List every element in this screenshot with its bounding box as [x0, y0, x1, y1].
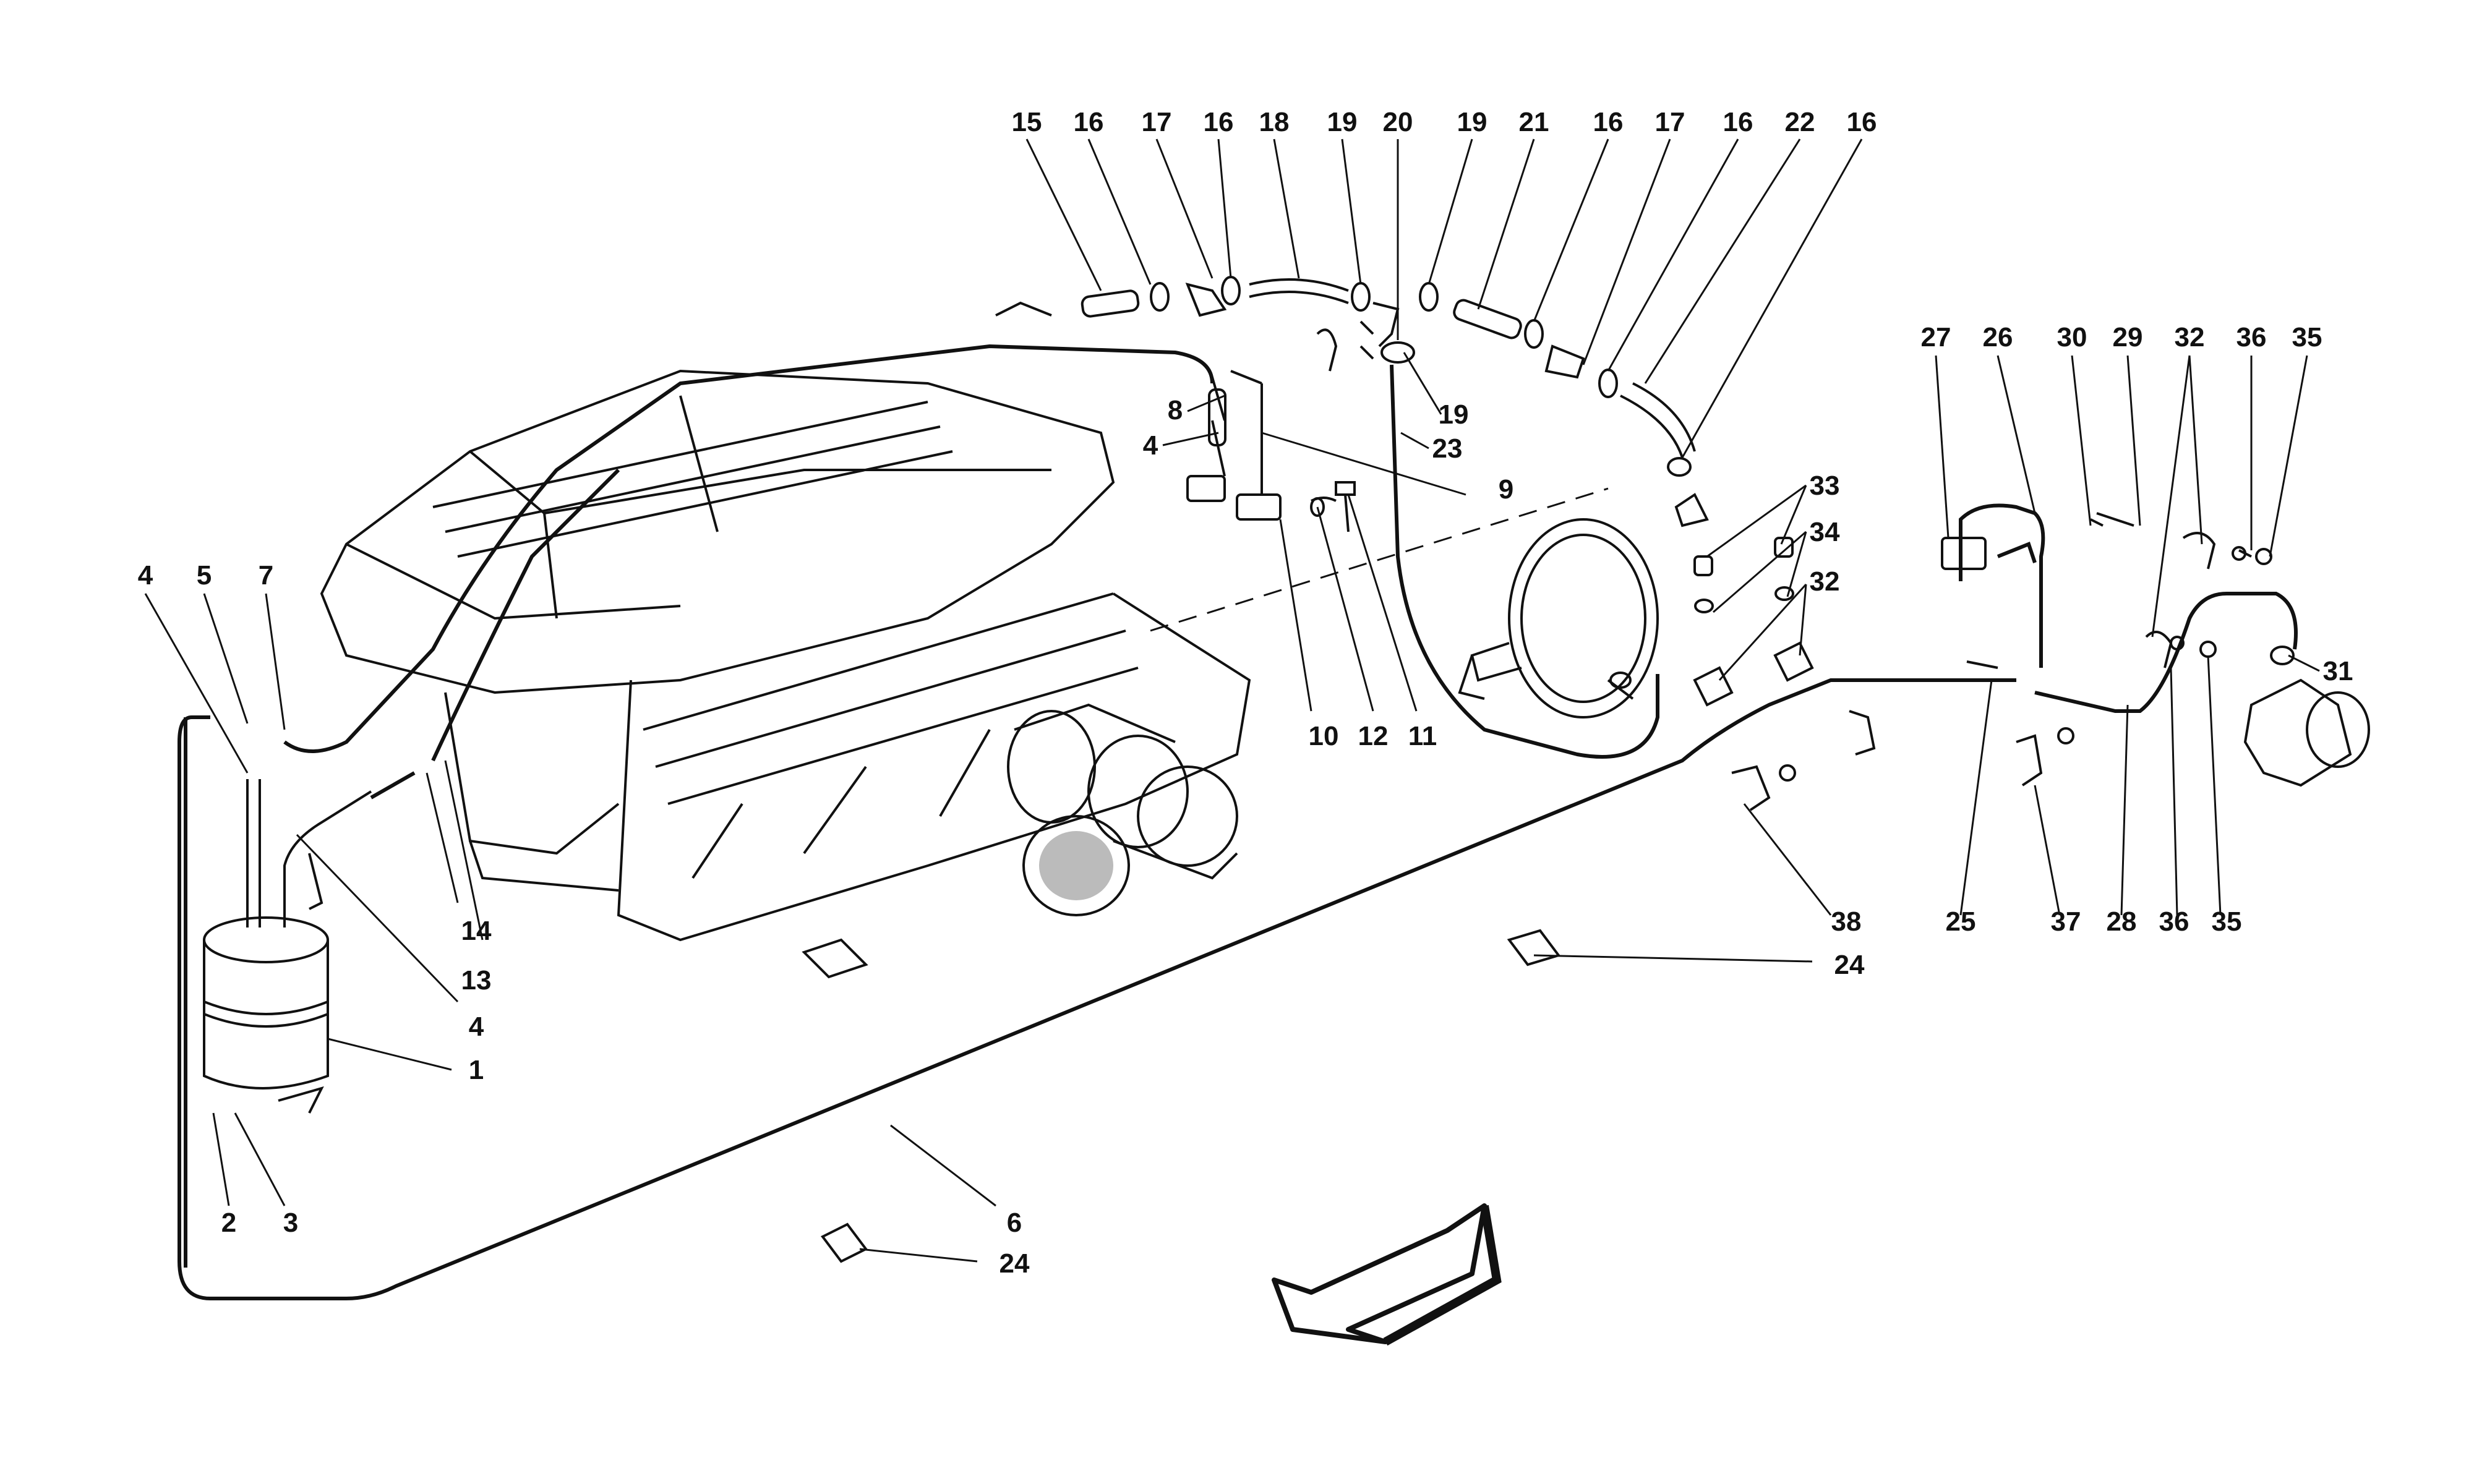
callout-labels: 15 16 17 16 18 19 20 19 21 16 17 16 22 1… [138, 107, 2353, 1279]
callout-8: 8 [1168, 395, 1183, 425]
callout-29: 29 [2113, 322, 2143, 352]
callout-24: 24 [1834, 950, 1865, 980]
callout-21: 21 [1519, 107, 1549, 137]
clamps-and-fasteners [802, 320, 2370, 1263]
callout-16: 16 [1593, 107, 1624, 137]
callout-19: 19 [1439, 399, 1469, 430]
callout-4: 4 [1143, 430, 1158, 461]
callout-17: 17 [1655, 107, 1685, 137]
callout-2: 2 [221, 1208, 236, 1238]
callout-35: 35 [2292, 322, 2322, 352]
callout-4: 4 [469, 1012, 484, 1042]
callout-35: 35 [2212, 906, 2242, 937]
callout-13: 13 [461, 965, 492, 996]
callout-11: 11 [1408, 721, 1437, 751]
callout-27: 27 [1921, 322, 1951, 352]
callout-38: 38 [1831, 906, 1862, 937]
callout-7: 7 [259, 560, 273, 591]
callout-18: 18 [1259, 107, 1290, 137]
callout-23: 23 [1432, 433, 1463, 464]
vacuum-reservoir [203, 779, 372, 1114]
callout-25: 25 [1946, 906, 1976, 937]
callout-14: 14 [461, 916, 492, 946]
callout-15: 15 [1012, 107, 1042, 137]
callout-37: 37 [2051, 906, 2081, 937]
callout-5: 5 [197, 560, 212, 591]
callout-16: 16 [1074, 107, 1104, 137]
callout-16: 16 [1723, 107, 1753, 137]
reference-line [1150, 487, 1609, 632]
callout-16: 16 [1204, 107, 1234, 137]
brake-booster [1458, 518, 1659, 719]
callout-19: 19 [1457, 107, 1487, 137]
callout-16: 16 [1847, 107, 1877, 137]
callout-30: 30 [2057, 322, 2087, 352]
callout-6: 6 [1007, 1208, 1022, 1238]
callout-9: 9 [1499, 474, 1513, 505]
callout-32: 32 [2175, 322, 2205, 352]
throttle-body [1007, 703, 1238, 916]
leader-lines [144, 139, 2320, 1263]
callout-32: 32 [1810, 566, 1840, 597]
intake-manifold [320, 369, 1251, 942]
callout-19: 19 [1327, 107, 1358, 137]
callout-36: 36 [2159, 906, 2189, 937]
callout-28: 28 [2107, 906, 2137, 937]
callout-10: 10 [1309, 721, 1339, 751]
callout-26: 26 [1983, 322, 2013, 352]
vacuum-hoses [178, 344, 2298, 1300]
callout-17: 17 [1142, 107, 1172, 137]
callout-12: 12 [1358, 721, 1389, 751]
callout-31: 31 [2323, 656, 2353, 686]
callout-22: 22 [1785, 107, 1815, 137]
callout-34: 34 [1810, 517, 1840, 547]
callout-4: 4 [138, 560, 153, 591]
solenoid-valves [995, 301, 1356, 532]
front-direction-arrow-shadow [1383, 1205, 1502, 1346]
callout-36: 36 [2236, 322, 2267, 352]
callout-1: 1 [469, 1055, 484, 1085]
callout-20: 20 [1383, 107, 1413, 137]
callout-24: 24 [999, 1248, 1030, 1279]
callout-33: 33 [1810, 471, 1840, 501]
callout-3: 3 [283, 1208, 298, 1238]
front-direction-arrow-icon [1272, 1203, 1487, 1344]
